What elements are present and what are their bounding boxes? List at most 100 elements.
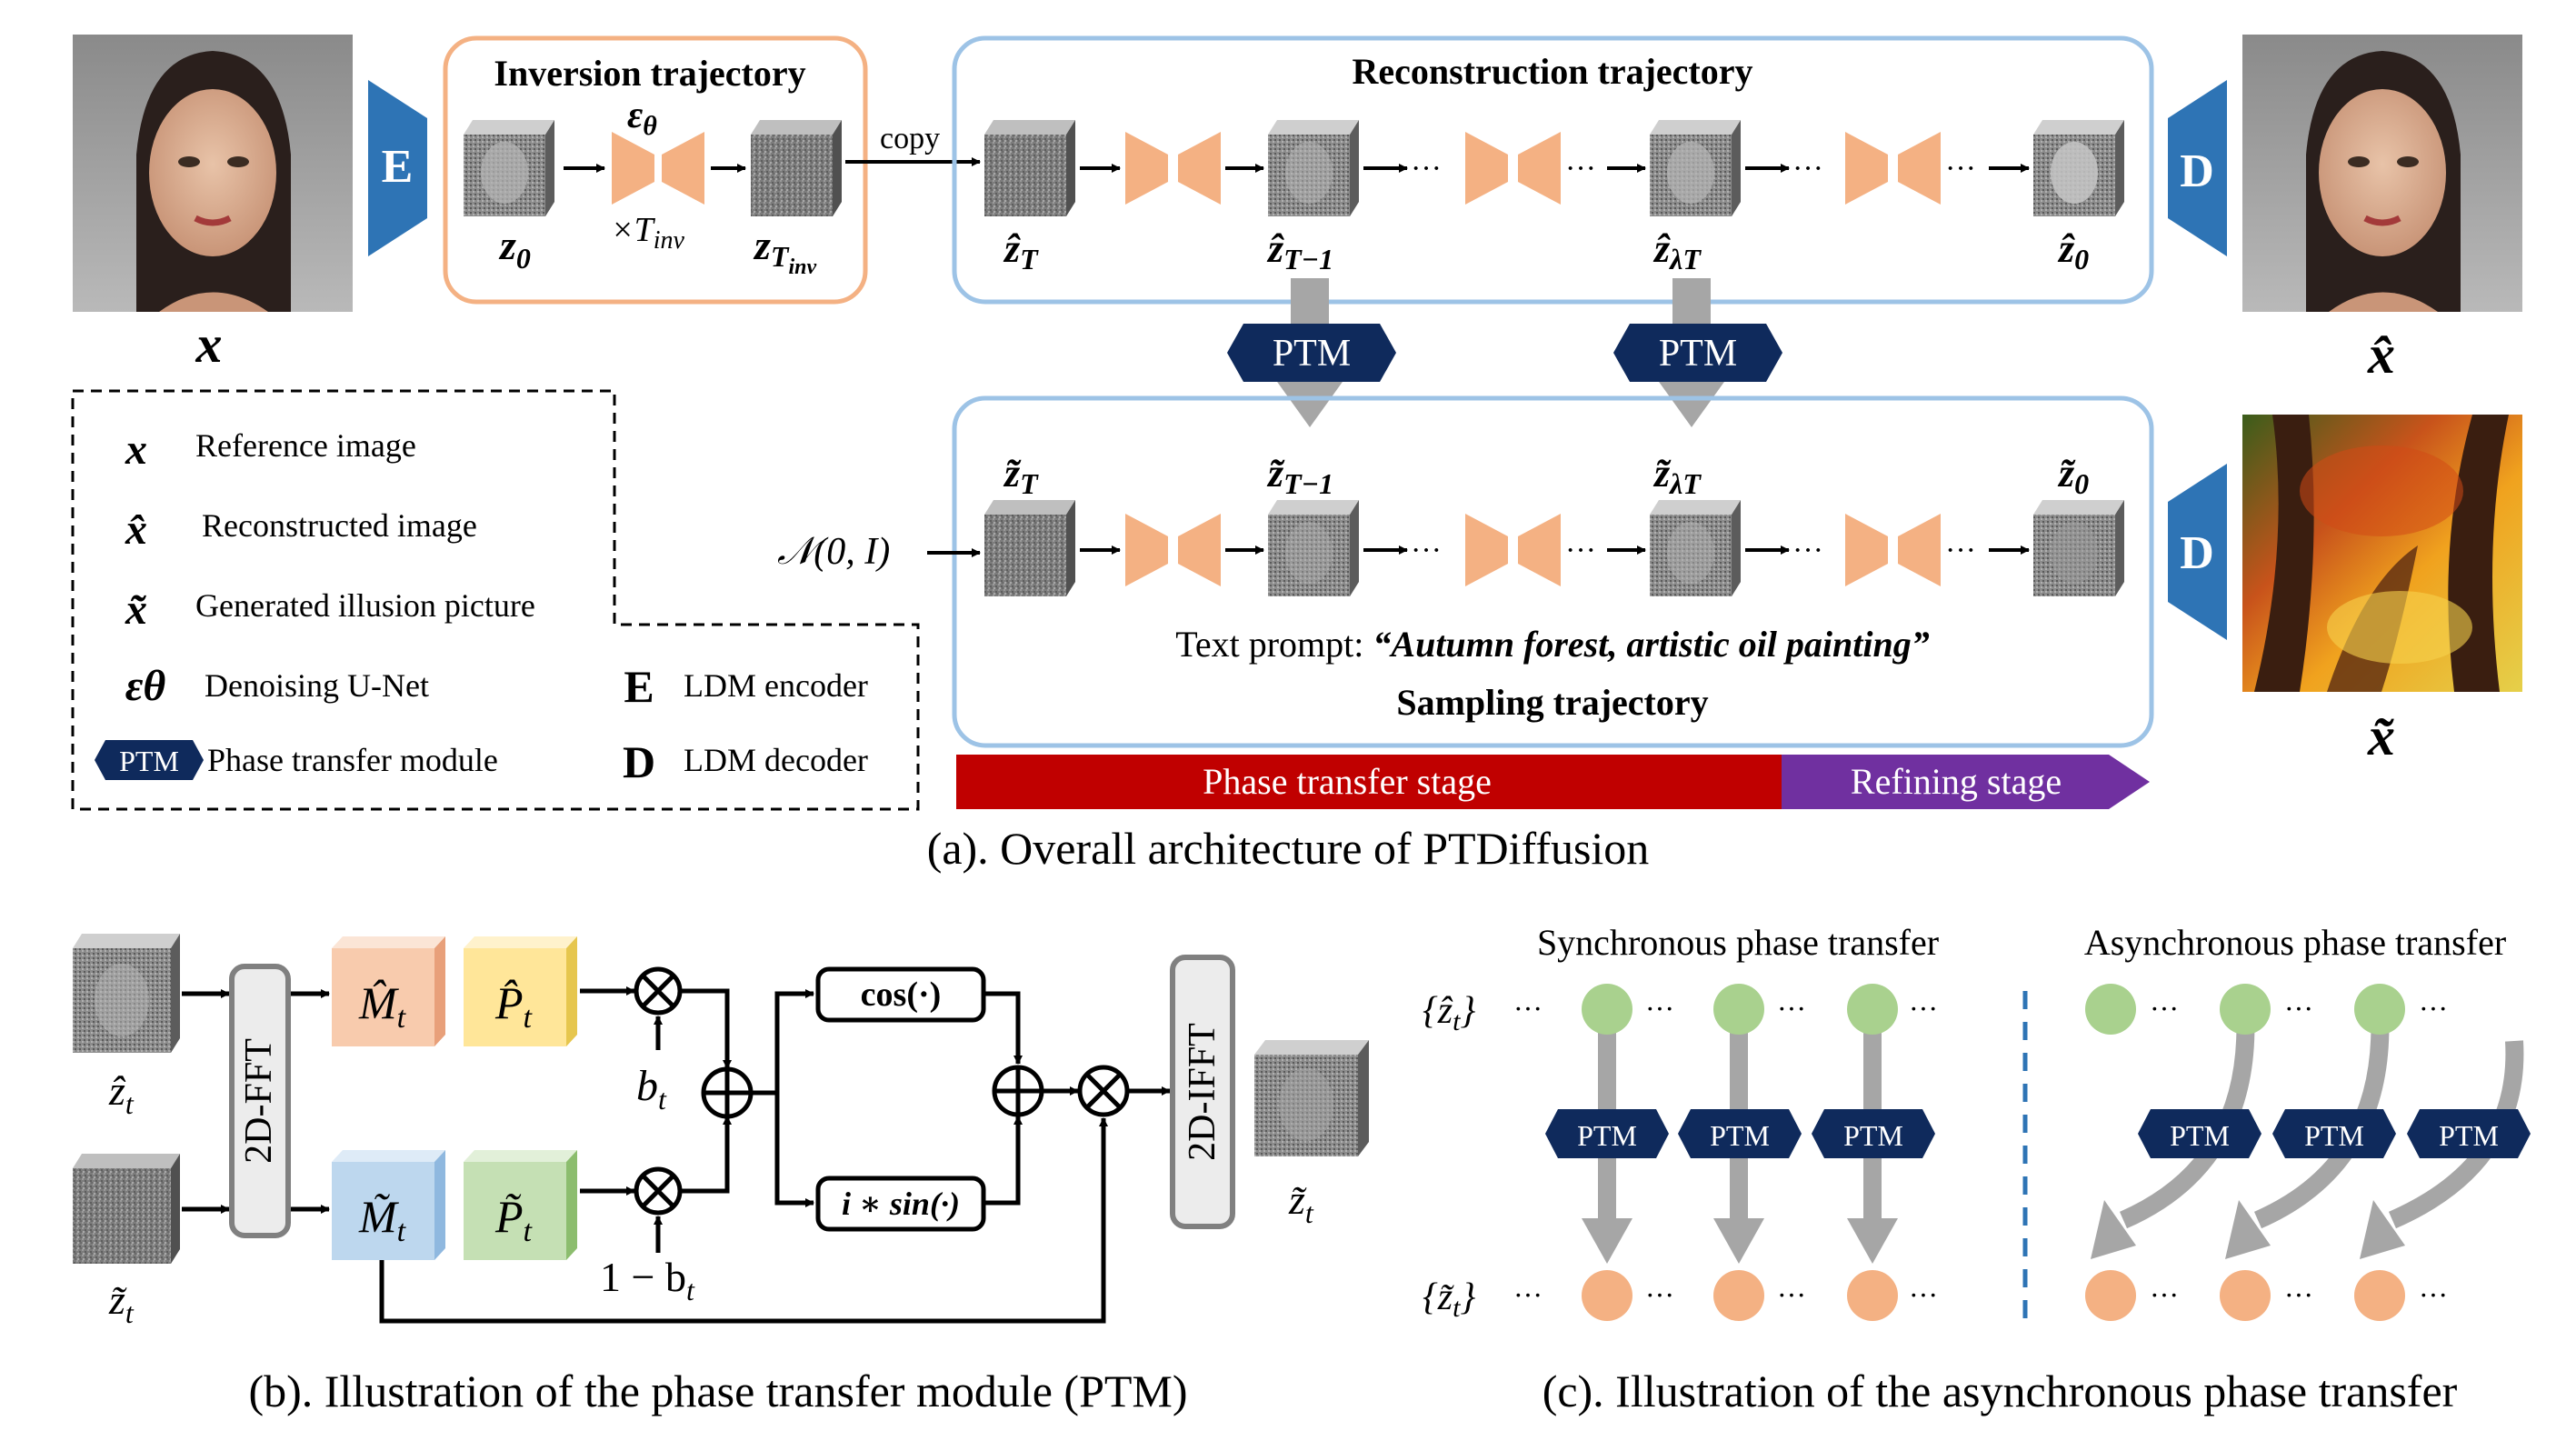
p-tilde-label: P̃t	[494, 1191, 534, 1248]
sync-bottom-node-2	[1713, 1270, 1764, 1321]
legend-text-reconstructed: Reconstructed image	[202, 507, 477, 544]
async-ptm-3: PTM	[2439, 1119, 2499, 1152]
recon-output-symbol: x̂	[2367, 325, 2395, 385]
legend-symbol-x: x	[125, 425, 147, 474]
recon-cube-zT-1	[1268, 120, 1359, 216]
sample-cube-zT-1	[1268, 500, 1359, 596]
eps-theta-label: εθ	[627, 95, 657, 141]
top-row-label: {ẑt}	[1423, 990, 1475, 1036]
ztinv-cube	[751, 120, 842, 216]
sample-dots-1: ···	[1411, 534, 1442, 567]
ifft-block	[1170, 955, 1235, 1229]
recon-cube-z0	[2033, 120, 2124, 216]
sync-bottom-dots-4: ···	[1909, 1278, 1938, 1311]
generated-output-symbol: x̃	[2367, 706, 2395, 766]
ptm-input-hat-label: ẑt	[108, 1067, 135, 1120]
legend-symbol-xtilde: x̃	[125, 585, 147, 634]
bottom-row-label: {z̃t}	[1423, 1276, 1475, 1323]
input-image	[73, 35, 353, 312]
p-tilde-box	[464, 1150, 577, 1260]
ptm-badge-2: PTM	[1613, 324, 1782, 382]
m-tilde-box	[332, 1150, 445, 1260]
legend-text-encoder: LDM encoder	[684, 667, 868, 704]
sample-cube-z0	[2033, 500, 2124, 596]
legend-symbol-xhat: x̂	[125, 505, 147, 554]
legend: x Reference image x̂ Reconstructed image…	[95, 425, 868, 787]
async-top-dots-3: ···	[2419, 992, 2448, 1025]
sampling-title: Sampling trajectory	[1396, 682, 1708, 723]
legend-text-decoder: LDM decoder	[684, 742, 868, 778]
ptm-output-cube	[1254, 1040, 1369, 1156]
legend-symbol-d: D	[623, 736, 655, 787]
stage-bar: Phase transfer stage Refining stage	[956, 755, 2150, 809]
sample-dots-3: ···	[1792, 534, 1823, 567]
decoder-label-generated: D	[2180, 527, 2214, 579]
legend-symbol-eps: εθ	[125, 662, 166, 710]
async-bottom-node-1	[2085, 1270, 2136, 1321]
ptm-badge-1: PTM	[1227, 324, 1396, 382]
noise-input-label: 𝒩(0, I)	[777, 531, 890, 573]
times-tinv-label: ×Tinv	[611, 211, 685, 255]
ptm-input-tilde-cube	[73, 1154, 180, 1264]
reconstruction-title: Reconstruction trajectory	[1353, 51, 1753, 92]
sample-dots-2: ···	[1565, 534, 1596, 567]
sync-ptm-3: PTM	[1843, 1119, 1903, 1152]
m-tilde-label: M̃t	[358, 1191, 407, 1248]
refining-stage-label: Refining stage	[1851, 761, 2062, 802]
caption-b: (b). Illustration of the phase transfer …	[248, 1366, 1187, 1416]
sample-label-z0: z̃0	[2057, 451, 2089, 500]
legend-box	[71, 389, 920, 811]
async-detail: Synchronous phase transfer Asynchronous …	[1423, 922, 2531, 1323]
fft-block	[229, 964, 291, 1238]
sync-top-dots-1: ···	[1513, 992, 1543, 1025]
recon-flow	[1080, 132, 2030, 205]
sync-bottom-dots-2: ···	[1645, 1278, 1674, 1311]
text-prompt: Text prompt: “Autumn forest, artistic oi…	[1175, 624, 1930, 665]
sample-cube-zT	[984, 500, 1075, 596]
generated-image	[2242, 415, 2522, 692]
ztinv-label: zTinv	[753, 222, 816, 279]
recon-label-z0: ẑ0	[2057, 226, 2089, 275]
recon-dots-3: ···	[1792, 152, 1823, 185]
svg-text:PTM: PTM	[1273, 333, 1351, 375]
async-bottom-node-3	[2354, 1270, 2405, 1321]
one-minus-bt-label: 1 − bt	[600, 1254, 695, 1306]
caption-a: (a). Overall architecture of PTDiffusion	[927, 823, 1650, 874]
sync-top-dots-3: ···	[1777, 992, 1806, 1025]
p-hat-box	[464, 936, 577, 1046]
sync-bottom-node-1	[1582, 1270, 1632, 1321]
decoder-label-recon: D	[2180, 145, 2214, 197]
async-bottom-dots-3: ···	[2419, 1278, 2448, 1311]
recon-dots-2: ···	[1565, 152, 1596, 185]
phase-stage-label: Phase transfer stage	[1203, 761, 1492, 802]
caption-c: (c). Illustration of the asynchronous ph…	[1543, 1366, 2458, 1416]
ptm-detail: ẑt z̃t 2D-FFT M̂t P̂t	[73, 934, 1369, 1329]
bt-label: bt	[636, 1062, 667, 1116]
refining-stage-bar	[1782, 755, 2150, 809]
sync-top-node-3	[1847, 984, 1898, 1035]
decoder-block-generated: D	[2168, 464, 2227, 640]
encoder-block: E	[368, 80, 427, 256]
cos-label: cos(·)	[861, 976, 942, 1014]
sync-bottom-dots-3: ···	[1777, 1278, 1806, 1311]
inversion-title: Inversion trajectory	[494, 53, 805, 94]
reconstruction-box	[952, 35, 2154, 305]
sample-label-zlambdaT: z̃λT	[1652, 451, 1702, 500]
legend-text-ptm: Phase transfer module	[207, 742, 498, 778]
sample-cube-zlambdaT	[1650, 500, 1741, 596]
async-ptm-2: PTM	[2304, 1119, 2364, 1152]
ptm-output-label: z̃t	[1288, 1176, 1314, 1229]
async-top-node-2	[2220, 984, 2271, 1035]
sample-label-zT: z̃T	[1003, 451, 1039, 500]
copy-label: copy	[880, 122, 940, 155]
decoder-block-recon: D	[2168, 80, 2227, 256]
svg-text:PTM: PTM	[1659, 333, 1737, 375]
legend-ptm-badge	[95, 740, 204, 780]
sync-bottom-dots-1: ···	[1513, 1278, 1543, 1311]
sync-top-node-2	[1713, 984, 1764, 1035]
async-ptm-1: PTM	[2170, 1119, 2230, 1152]
legend-symbol-e: E	[624, 661, 654, 712]
async-top-node-3	[2354, 984, 2405, 1035]
legend-text-generated: Generated illusion picture	[195, 587, 535, 624]
recon-dots-4: ···	[1945, 152, 1976, 185]
